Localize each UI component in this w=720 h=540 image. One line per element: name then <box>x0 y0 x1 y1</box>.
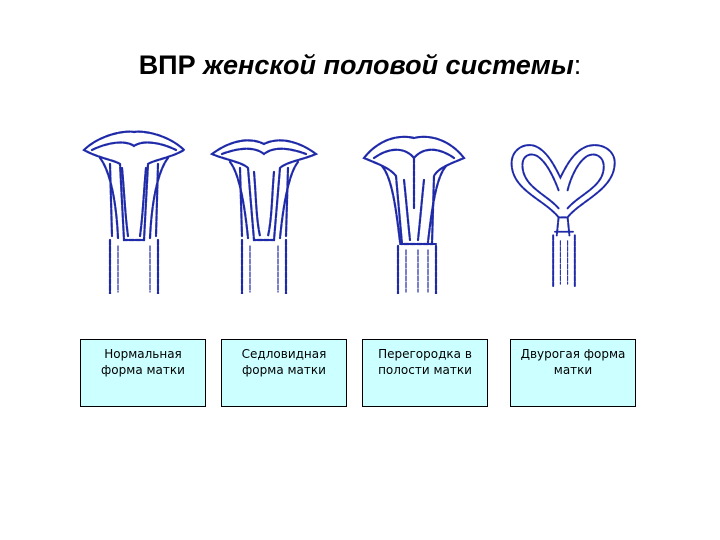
normal-uterus-icon <box>82 130 186 294</box>
label-saddle-line2: форма матки <box>242 363 326 377</box>
label-saddle-line1: Седловидная <box>241 347 327 361</box>
label-bicornuate: Двурогая форма матки <box>510 339 636 407</box>
figure-saddle <box>208 128 320 294</box>
label-normal-line2: форма матки <box>101 363 185 377</box>
label-normal-line1: Нормальная <box>104 347 182 361</box>
label-saddle: Седловидная форма матки <box>221 339 347 407</box>
figure-bicornuate <box>508 128 620 294</box>
label-septate-line2: полости матки <box>378 363 472 377</box>
label-normal: Нормальная форма матки <box>80 339 206 407</box>
label-septate-line1: Перегородка в <box>378 347 472 361</box>
figure-normal <box>78 128 190 294</box>
figure-septate <box>358 128 470 294</box>
label-bicornuate-line2: матки <box>553 363 593 377</box>
saddle-uterus-icon <box>209 139 319 294</box>
title-bold: ВПР <box>138 50 196 80</box>
bicornuate-uterus-icon <box>510 144 616 287</box>
title-italic: женской половой системы <box>203 50 574 80</box>
label-bicornuate-line1: Двурогая форма <box>520 347 626 361</box>
label-septate: Перегородка в полости матки <box>362 339 488 407</box>
septate-uterus-icon <box>362 135 466 294</box>
page-title: ВПР женской половой системы: <box>0 50 720 81</box>
title-colon: : <box>573 50 582 80</box>
